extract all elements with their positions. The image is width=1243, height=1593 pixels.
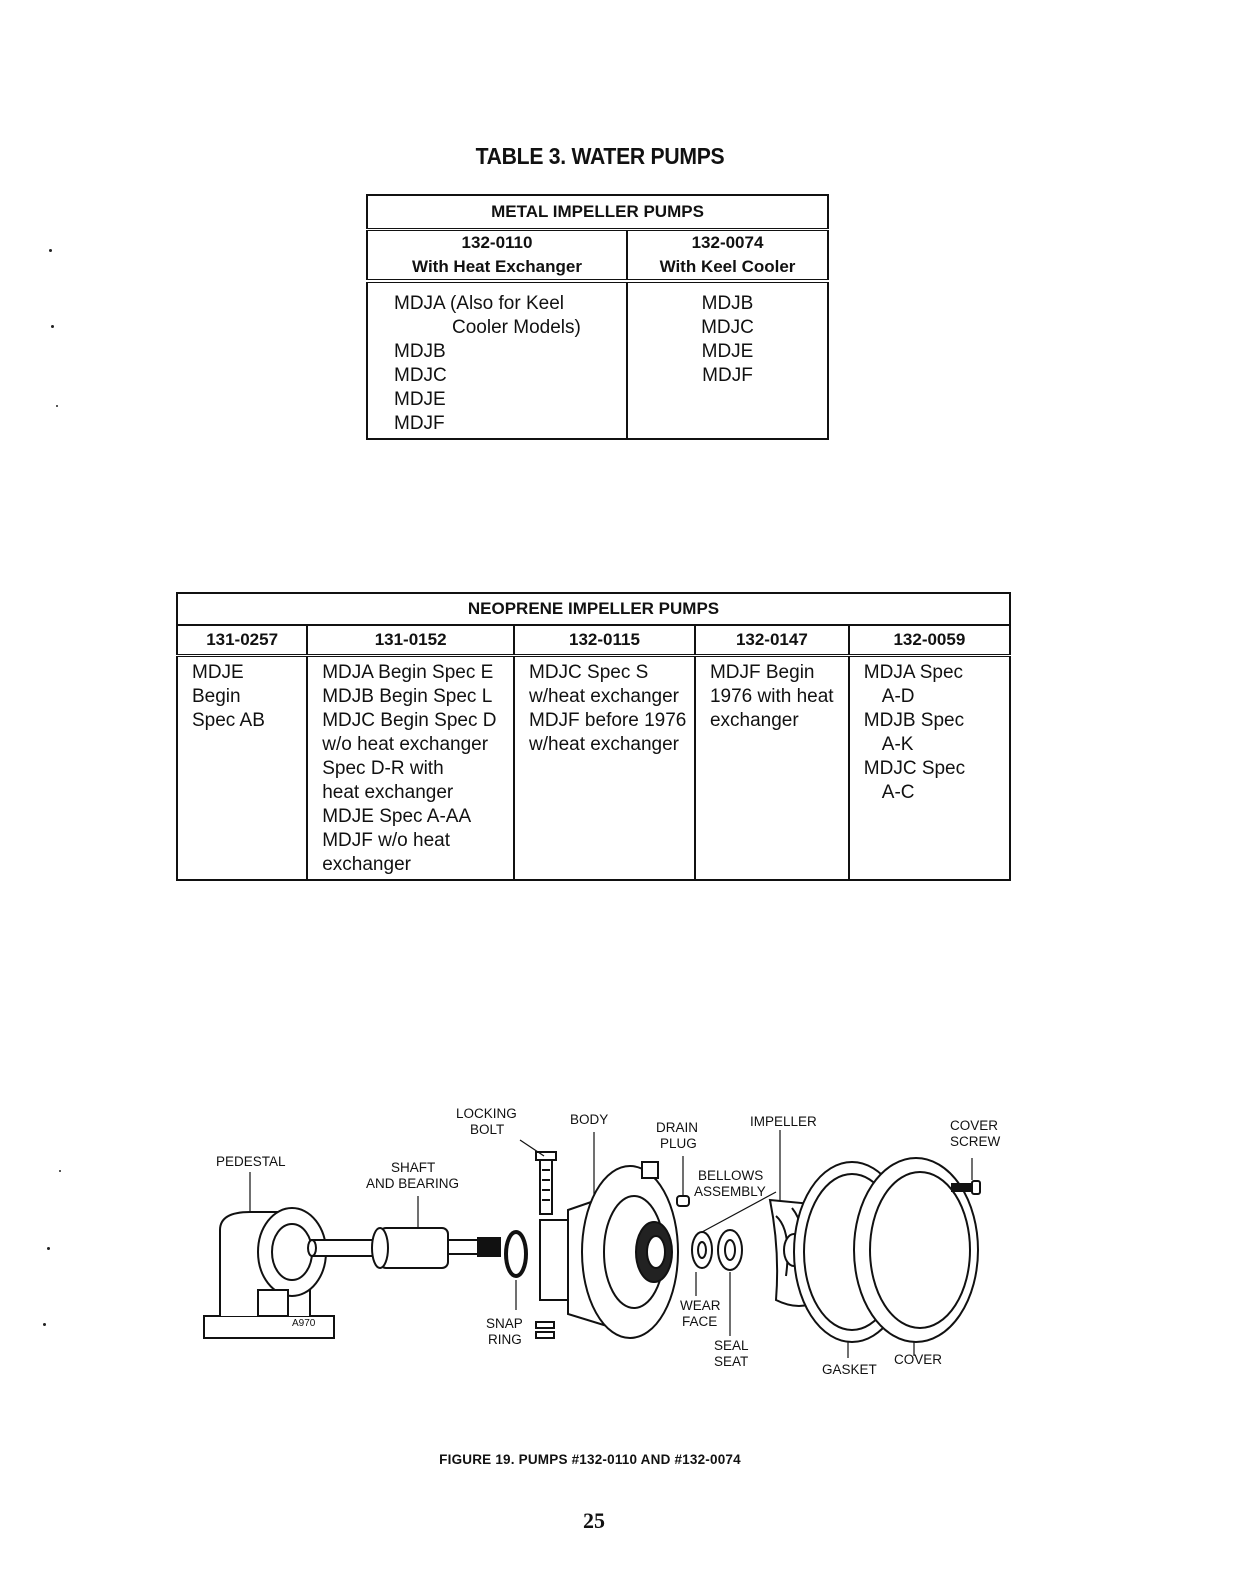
model-line: MDJC Spec S xyxy=(529,662,649,683)
model-line: MDJC Spec xyxy=(863,758,966,779)
model-line: Cooler Models) xyxy=(452,317,581,338)
model-line: w/heat exchanger xyxy=(529,734,679,755)
neo-col-header: 131-0257 xyxy=(175,624,309,657)
model-line: MDJC Begin Spec D xyxy=(322,710,497,731)
model-line: MDJF w/o heat xyxy=(322,830,450,851)
label-shaft: AND BEARING xyxy=(366,1176,459,1191)
label-snap-ring: RING xyxy=(488,1332,522,1347)
model-line: MDJE Spec A-AA xyxy=(322,806,472,827)
scan-speck xyxy=(47,1247,50,1250)
metal-col-desc: With Keel Cooler xyxy=(659,257,796,276)
metal-col-part: 132-0074 xyxy=(691,233,764,252)
model-line: MDJB Spec xyxy=(863,710,965,731)
cover-illustration xyxy=(853,1157,979,1343)
model-line: 1976 with heat xyxy=(709,686,834,707)
scan-speck xyxy=(49,249,52,252)
label-locking-bolt: LOCKING xyxy=(456,1106,517,1121)
model-line: MDJE xyxy=(394,389,446,410)
label-pedestal: PEDESTAL xyxy=(216,1154,286,1169)
neo-col-models: MDJC Spec S w/heat exchanger MDJF before… xyxy=(513,654,696,881)
metal-impeller-table: METAL IMPELLER PUMPS 132-0110 With Heat … xyxy=(366,194,829,440)
model-line: MDJC xyxy=(701,317,754,338)
metal-col-part: 132-0110 xyxy=(461,233,533,252)
model-line: MDJA Spec xyxy=(863,662,964,683)
pump-body-illustration xyxy=(535,1161,679,1339)
model-line: exchanger xyxy=(322,854,411,875)
metal-col-header-2: 132-0074 With Keel Cooler xyxy=(626,228,829,283)
leader-lines xyxy=(249,1130,973,1358)
scan-speck xyxy=(59,1170,61,1172)
label-seal-seat: SEAL xyxy=(714,1338,749,1353)
page-title: TABLE 3. WATER PUMPS xyxy=(475,143,725,169)
label-figure-code: A970 xyxy=(292,1318,316,1329)
locking-bolt-illustration xyxy=(535,1151,557,1215)
neoprene-impeller-table: NEOPRENE IMPELLER PUMPS 131-0257 131-015… xyxy=(175,592,1012,881)
model-line: A-D xyxy=(881,686,915,707)
model-line: heat exchanger xyxy=(322,782,454,803)
label-wear-face: FACE xyxy=(682,1314,717,1329)
label-seal-seat: SEAT xyxy=(714,1354,748,1369)
metal-col-desc: With Heat Exchanger xyxy=(412,257,582,276)
model-line: MDJE xyxy=(192,662,244,683)
model-line: MDJF xyxy=(702,365,753,386)
scan-speck xyxy=(43,1323,46,1326)
model-line: MDJC xyxy=(394,365,447,386)
label-drain-plug: PLUG xyxy=(660,1136,697,1151)
drain-plug-illustration xyxy=(676,1195,690,1207)
neo-col-header: 132-0059 xyxy=(847,624,1012,657)
neo-col-header: 132-0147 xyxy=(693,624,850,657)
neo-col-models: MDJA Begin Spec E MDJB Begin Spec L MDJC… xyxy=(306,654,515,881)
model-line: w/o heat exchanger xyxy=(322,734,489,755)
label-impeller: IMPELLER xyxy=(750,1114,817,1129)
label-cover-screw: COVER xyxy=(950,1118,998,1133)
pump-exploded-diagram: PEDESTAL SHAFT AND BEARING LOCKING BOLT … xyxy=(203,1106,1001,1377)
model-line: MDJE xyxy=(701,341,754,362)
label-drain-plug: DRAIN xyxy=(656,1120,698,1135)
label-bellows-assembly: BELLOWS xyxy=(698,1168,763,1183)
model-line: MDJB xyxy=(701,293,754,314)
model-line: Begin xyxy=(192,686,241,707)
shaft-and-bearing-illustration xyxy=(307,1227,501,1269)
metal-table-caption: METAL IMPELLER PUMPS xyxy=(366,194,829,231)
seal-assembly-illustration xyxy=(691,1229,743,1271)
neo-col-models: MDJF Begin 1976 with heat exchanger xyxy=(693,654,850,881)
model-line: MDJA (Also for Keel xyxy=(394,293,564,314)
model-line: MDJF xyxy=(394,413,445,434)
label-locking-bolt: BOLT xyxy=(470,1122,504,1137)
page-number: 25 xyxy=(583,1508,605,1533)
label-body: BODY xyxy=(570,1112,608,1127)
neo-col-models: MDJA Spec A-D MDJB Spec A-K MDJC Spec A-… xyxy=(847,654,1012,881)
figure-caption: FIGURE 19. PUMPS #132-0110 AND #132-0074 xyxy=(439,1452,741,1467)
model-line: MDJA Begin Spec E xyxy=(322,662,494,683)
neo-col-header: 131-0152 xyxy=(306,624,515,657)
metal-col-header-1: 132-0110 With Heat Exchanger xyxy=(366,228,628,283)
neo-col-models: MDJE Begin Spec AB xyxy=(175,654,309,881)
model-line: A-C xyxy=(881,782,915,803)
model-line: A-K xyxy=(881,734,914,755)
model-line: MDJB Begin Spec L xyxy=(322,686,493,707)
cover-screw-illustration xyxy=(951,1180,981,1195)
scan-speck xyxy=(56,405,58,407)
label-shaft: SHAFT xyxy=(391,1160,435,1175)
metal-col-models-1: MDJA (Also for Keel Cooler Models) MDJB … xyxy=(366,280,628,440)
label-cover-screw: SCREW xyxy=(950,1134,1001,1149)
metal-col-models-2: MDJB MDJC MDJE MDJF xyxy=(626,280,829,440)
model-line: Spec AB xyxy=(192,710,265,731)
neoprene-table-caption: NEOPRENE IMPELLER PUMPS xyxy=(176,592,1011,626)
label-gasket: GASKET xyxy=(822,1362,877,1377)
label-bellows-assembly: ASSEMBLY xyxy=(694,1184,766,1199)
snap-ring-illustration xyxy=(504,1230,528,1278)
model-line: Spec D-R with xyxy=(322,758,444,779)
neo-col-header: 132-0115 xyxy=(513,624,696,657)
pedestal-illustration xyxy=(203,1207,335,1339)
model-line: MDJF before 1976 xyxy=(529,710,687,731)
model-line: w/heat exchanger xyxy=(529,686,679,707)
scan-speck xyxy=(51,325,54,328)
model-line: MDJB xyxy=(394,341,446,362)
label-wear-face: WEAR xyxy=(680,1298,721,1313)
model-line: exchanger xyxy=(709,710,799,731)
label-cover: COVER xyxy=(894,1352,942,1367)
model-line: MDJF Begin xyxy=(709,662,815,683)
label-snap-ring: SNAP xyxy=(486,1316,523,1331)
